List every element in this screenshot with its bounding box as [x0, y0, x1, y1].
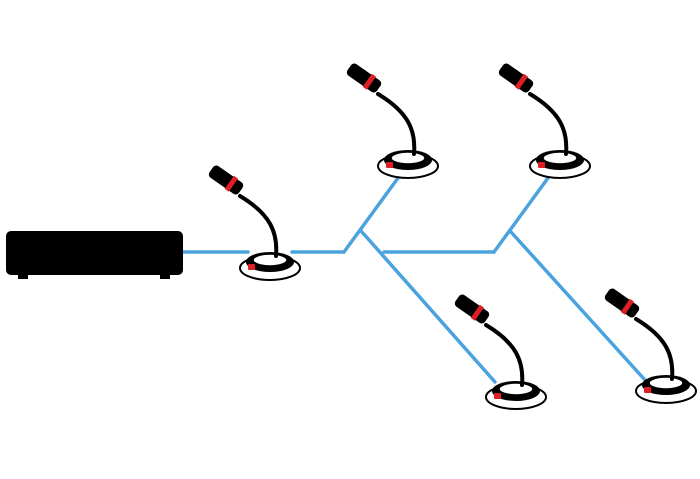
cable-to-mic-3 — [492, 176, 550, 254]
gooseneck-microphone-icon — [498, 63, 591, 179]
gooseneck-microphone-icon — [208, 165, 301, 281]
gooseneck-microphone-icon — [454, 294, 547, 410]
gooseneck-microphone-icon — [346, 63, 439, 179]
microphone-group — [208, 63, 697, 410]
cable-to-mic-2 — [342, 176, 400, 254]
gooseneck-microphone-icon — [604, 288, 697, 404]
cable-to-mic-5 — [509, 230, 647, 382]
cable-network — [181, 176, 647, 384]
cable-to-mic-4 — [360, 230, 497, 384]
control-unit-icon — [6, 231, 183, 279]
